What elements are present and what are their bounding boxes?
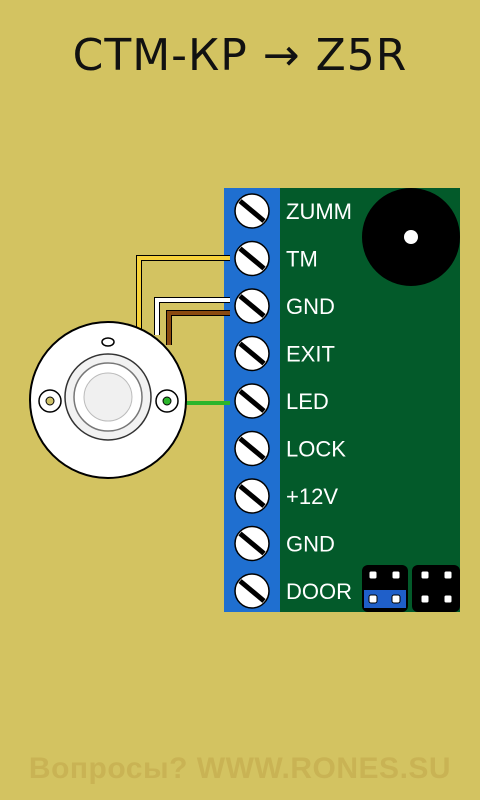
- terminal-label: LOCK: [286, 437, 346, 462]
- terminal-12v: +12V: [234, 478, 338, 514]
- terminal-door: DOOR: [234, 573, 352, 609]
- screw-slot: [238, 579, 266, 603]
- terminal-label: +12V: [286, 484, 338, 509]
- screw-slot: [238, 389, 266, 413]
- screw-slot: [238, 294, 266, 318]
- wire-brown: [166, 310, 230, 345]
- terminal-exit: EXIT: [234, 335, 335, 372]
- footer-link[interactable]: Вопросы? WWW.RONES.SU: [28, 752, 452, 785]
- terminal-gnd: GND: [234, 525, 335, 562]
- terminal-label: DOOR: [286, 579, 352, 604]
- screw-slot: [238, 246, 266, 271]
- terminal-label: TM: [286, 247, 318, 272]
- screw-slot: [238, 436, 266, 461]
- touch-memory-reader-icon: [29, 321, 187, 479]
- wire-yellow: [136, 255, 230, 335]
- diagram-title: СТМ-КР → Z5R: [72, 30, 408, 81]
- terminal-label: GND: [286, 294, 335, 319]
- terminal-label: ZUMM: [286, 199, 352, 224]
- screw-slot: [238, 199, 266, 223]
- screw-slot: [238, 341, 266, 366]
- terminal-label: GND: [286, 532, 335, 557]
- terminal-gnd: GND: [234, 288, 335, 324]
- terminal-zumm: ZUMM: [234, 193, 352, 229]
- terminal-lock: LOCK: [234, 430, 346, 467]
- terminal-led: LED: [234, 383, 329, 419]
- screw-slot: [238, 531, 266, 556]
- terminal-label: LED: [286, 389, 329, 414]
- terminal-label: EXIT: [286, 342, 335, 367]
- terminal-list: ZUMM TM GND EXIT LED LOCK +12V GND DOOR: [234, 193, 352, 609]
- screw-slot: [238, 484, 266, 508]
- jumper-block-icon: [362, 565, 460, 612]
- buzzer-icon: [362, 188, 460, 286]
- terminal-tm: TM: [234, 240, 318, 277]
